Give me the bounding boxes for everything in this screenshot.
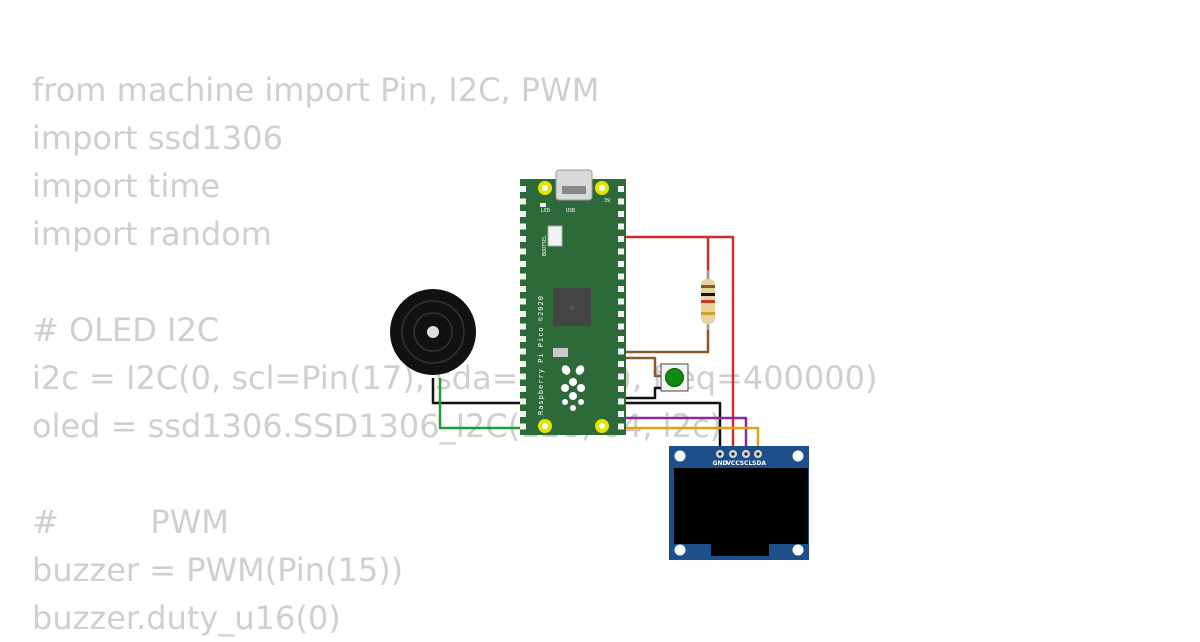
black-wire-button[interactable]: [618, 386, 662, 400]
mount-hole: [599, 423, 605, 429]
pico-pin-pad[interactable]: [520, 398, 526, 405]
code-line: import ssd1306: [32, 119, 283, 157]
usb-connector: [555, 169, 593, 201]
resistor[interactable]: [701, 270, 715, 330]
mount-hole: [792, 450, 804, 462]
code-line: import random: [32, 215, 272, 253]
oled-display[interactable]: GND VCC SCL SDA: [669, 446, 809, 560]
mount-hole: [674, 544, 686, 556]
pico-pin-pad[interactable]: [520, 186, 526, 192]
usb-label: USB: [566, 208, 575, 214]
mount-hole: [542, 423, 548, 429]
wires: [431, 235, 760, 453]
led-label: LED: [541, 208, 550, 214]
pico-pin-pad[interactable]: [520, 323, 526, 330]
pico-pin-pad[interactable]: [618, 298, 624, 305]
pico-pin-pad[interactable]: [520, 361, 526, 367]
brown-wire-button[interactable]: [618, 356, 662, 378]
black-wire-gnd[interactable]: [618, 401, 722, 453]
buzzer[interactable]: [390, 289, 476, 375]
oled-pin-label-gnd: GND: [713, 460, 728, 467]
pico-pin-pad[interactable]: [520, 411, 526, 417]
bootsel-label: BOOTSEL: [542, 235, 548, 256]
pico-pin-pad[interactable]: [618, 223, 624, 230]
pico-pin-pad[interactable]: [618, 373, 624, 380]
pico-pin-pad[interactable]: [618, 323, 624, 330]
pico-board[interactable]: LED USB 39 BOOTSEL ◈ Raspberry Pi Pico ©…: [520, 169, 626, 435]
bootsel-button[interactable]: [547, 225, 563, 247]
pico-pin-pad[interactable]: [618, 236, 624, 242]
oled-pin-label-scl: SCL: [740, 460, 753, 467]
pico-pin-pad[interactable]: [618, 211, 624, 217]
pico-pin-pad[interactable]: [618, 423, 624, 430]
pico-pin-pad[interactable]: [520, 236, 526, 242]
pico-pin-pad[interactable]: [520, 211, 526, 217]
pico-pin-pad[interactable]: [618, 361, 624, 367]
oled-pin-label-sda: SDA: [752, 460, 766, 467]
mount-hole: [674, 450, 686, 462]
oled-ribbon: [711, 544, 769, 556]
pico-pin-pad[interactable]: [618, 248, 624, 255]
code-line: # PWM: [32, 503, 229, 541]
brown-wire[interactable]: [618, 325, 710, 354]
pico-pin-pad[interactable]: [618, 286, 624, 292]
orange-wire[interactable]: [618, 426, 760, 453]
board-name: Raspberry Pi Pico ©2020: [537, 295, 545, 415]
pico-pin-pad[interactable]: [618, 261, 624, 267]
red-wire-vcc[interactable]: [708, 235, 735, 453]
mount-hole: [792, 544, 804, 556]
code-line: # OLED I2C: [32, 311, 220, 349]
pico-pin-pad[interactable]: [520, 348, 526, 355]
code-line: import time: [32, 167, 221, 205]
usb-slot: [562, 186, 586, 194]
mount-hole: [599, 185, 605, 191]
purple-wire[interactable]: [618, 416, 748, 453]
oled-pin-label-vcc: VCC: [726, 460, 740, 467]
crystal: [553, 348, 568, 357]
pico-pin-pad[interactable]: [520, 298, 526, 305]
red-wire[interactable]: [618, 235, 710, 280]
raspberry-logo-icon: [561, 365, 585, 411]
pico-pin-pad[interactable]: [618, 186, 624, 192]
rp2040-logo: ◈: [569, 302, 576, 312]
pico-pin-pad[interactable]: [520, 248, 526, 255]
code-line: buzzer = PWM(Pin(15)): [32, 551, 404, 589]
code-line: oled = ssd1306.SSD1306_I2C(128, 64, i2c): [32, 407, 723, 445]
code-line: from machine import Pin, I2C, PWM: [32, 71, 600, 109]
pico-pin-pad[interactable]: [520, 386, 526, 392]
pin-number-label: 39: [604, 198, 610, 204]
pico-pin-pad[interactable]: [520, 198, 526, 205]
pico-pin-pad[interactable]: [520, 336, 526, 342]
pico-pin-pad[interactable]: [520, 373, 526, 380]
onboard-led: [540, 203, 546, 207]
pico-pin-pad[interactable]: [520, 261, 526, 267]
pico-pin-pad[interactable]: [618, 398, 624, 405]
pico-pin-pad[interactable]: [618, 311, 624, 317]
pico-pin-pad[interactable]: [520, 311, 526, 317]
oled-pin-headers: [716, 450, 762, 458]
pico-pin-pad[interactable]: [618, 273, 624, 280]
pico-pin-pad[interactable]: [618, 348, 624, 355]
pico-pin-pad[interactable]: [520, 223, 526, 230]
pico-pin-pad[interactable]: [520, 423, 526, 430]
pico-pins: [520, 186, 624, 430]
black-wire-buzzer[interactable]: [431, 378, 522, 405]
pico-pin-pad[interactable]: [520, 273, 526, 280]
mount-hole: [542, 185, 548, 191]
pico-pin-pad[interactable]: [618, 336, 624, 342]
push-button[interactable]: [660, 363, 689, 392]
oled-screen: [674, 468, 808, 544]
pico-pin-pad[interactable]: [618, 411, 624, 417]
rp2040-chip: [553, 288, 591, 326]
green-wire[interactable]: [438, 378, 522, 430]
pico-pin-pad[interactable]: [618, 198, 624, 205]
pico-pin-pad[interactable]: [520, 286, 526, 292]
pico-pin-pad[interactable]: [618, 386, 624, 392]
